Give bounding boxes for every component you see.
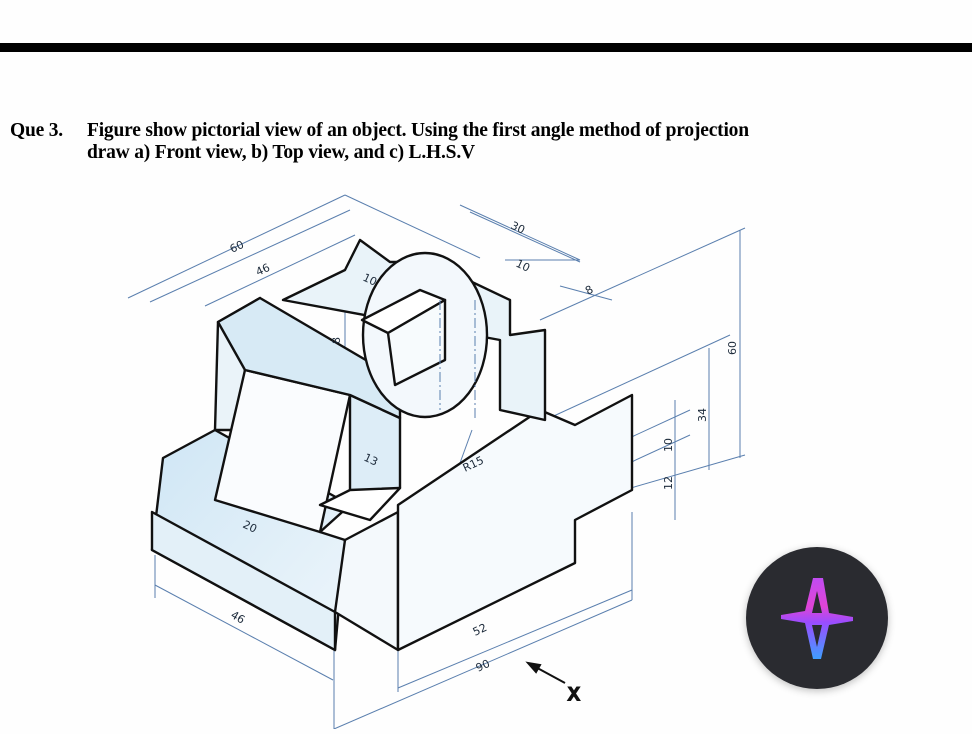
- dim-8-vertical: 8: [330, 337, 343, 344]
- isometric-drawing: 60 46 30 10 10 8 8 13 R15 20 46 52 90 60…: [0, 185, 972, 730]
- dim-10-slot: 10: [361, 271, 379, 289]
- dim-34: 34: [696, 408, 709, 422]
- dim-13: 13: [362, 451, 380, 469]
- question-text-line-2: draw a) Front view, b) Top view, and c) …: [87, 142, 475, 163]
- dim-52: 52: [471, 621, 489, 639]
- dim-60-top: 60: [228, 238, 246, 256]
- dim-10-right: 10: [514, 257, 532, 275]
- dim-60-height: 60: [726, 341, 739, 355]
- view-direction-label: X: [568, 685, 580, 705]
- view-direction-arrow: X: [525, 661, 581, 706]
- dim-46-bottom: 46: [229, 608, 248, 626]
- question-text-line-1: Figure show pictorial view of an object.…: [87, 120, 749, 141]
- dim-12: 12: [662, 476, 675, 490]
- top-horizontal-rule: [0, 43, 972, 52]
- dim-90: 90: [474, 657, 492, 675]
- dim-46-top: 46: [254, 261, 272, 279]
- dim-10-height: 10: [662, 438, 675, 452]
- question-block: Que 3. Figure show pictorial view of an …: [10, 120, 910, 164]
- question-number: Que 3.: [10, 120, 63, 141]
- object-outline: [150, 238, 634, 652]
- dim-30: 30: [509, 219, 527, 237]
- sparkle-star-icon: [781, 578, 853, 659]
- dim-20: 20: [241, 518, 259, 536]
- assistant-button[interactable]: [746, 547, 888, 689]
